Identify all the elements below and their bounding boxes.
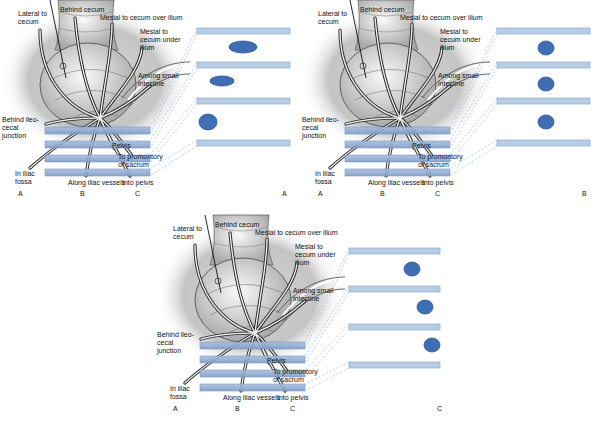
anatomy-label: Pelvis: [267, 357, 297, 365]
anatomy-label: To promontory of sacrum: [273, 368, 323, 384]
panel-letter: C: [437, 405, 449, 413]
anatomy-label: Mesial to cecum over ilium: [400, 14, 500, 22]
anatomy-label: Behind cecum: [360, 6, 420, 14]
anatomy-label: Lateral to cecum: [318, 10, 348, 26]
anatomy-label: Among small intestine: [138, 72, 186, 88]
anatomy-label: Behind ileo-cecal junction: [2, 116, 44, 140]
anatomy-label: To promontory of sacrum: [118, 153, 168, 169]
column-letter: C: [435, 190, 447, 198]
panel-c: [155, 215, 440, 391]
anatomy-label: Mesial to cecum over ilium: [255, 229, 355, 237]
anatomy-label: Among small intestine: [438, 72, 486, 88]
anatomy-label: Pelvis: [112, 142, 142, 150]
anatomy-label: Behind cecum: [60, 6, 120, 14]
anatomy-label: Behind ileo-cecal junction: [157, 331, 199, 355]
anatomy-label: Lateral to cecum: [173, 225, 203, 241]
anatomy-label: Among small intestine: [293, 287, 341, 303]
anatomy-label: Pelvis: [412, 142, 442, 150]
anatomy-label: Into pelvis: [277, 394, 327, 402]
anatomy-label: Lateral to cecum: [18, 10, 48, 26]
column-letter: C: [135, 190, 147, 198]
anatomy-label: Mesial to cecum under ilium: [295, 243, 340, 267]
column-letter: B: [380, 190, 392, 198]
anatomy-label: Mesial to cecum under ilium: [440, 28, 485, 52]
column-letter: A: [318, 190, 330, 198]
column-letter: B: [235, 405, 247, 413]
anatomy-label: In iliac fossa: [170, 385, 205, 401]
column-letter: A: [18, 190, 30, 198]
panel-letter: A: [282, 190, 294, 198]
anatomy-label: Behind cecum: [215, 221, 275, 229]
column-letter: A: [173, 405, 185, 413]
anatomy-label: To promontory of sacrum: [418, 153, 468, 169]
column-letter: B: [80, 190, 92, 198]
panel-a: [0, 0, 290, 176]
panel-letter: B: [582, 190, 594, 198]
anatomy-label: Behind ileo-cecal junction: [302, 116, 344, 140]
panel-b: [300, 0, 590, 176]
anatomy-label: Mesial to cecum under ilium: [140, 28, 185, 52]
anatomy-label: Into pelvis: [122, 179, 172, 187]
column-letter: C: [290, 405, 302, 413]
anatomy-label: Into pelvis: [422, 179, 472, 187]
anatomy-label: In iliac fossa: [15, 170, 50, 186]
anatomy-label: In iliac fossa: [315, 170, 350, 186]
anatomy-label: Mesial to cecum over ilium: [100, 14, 200, 22]
